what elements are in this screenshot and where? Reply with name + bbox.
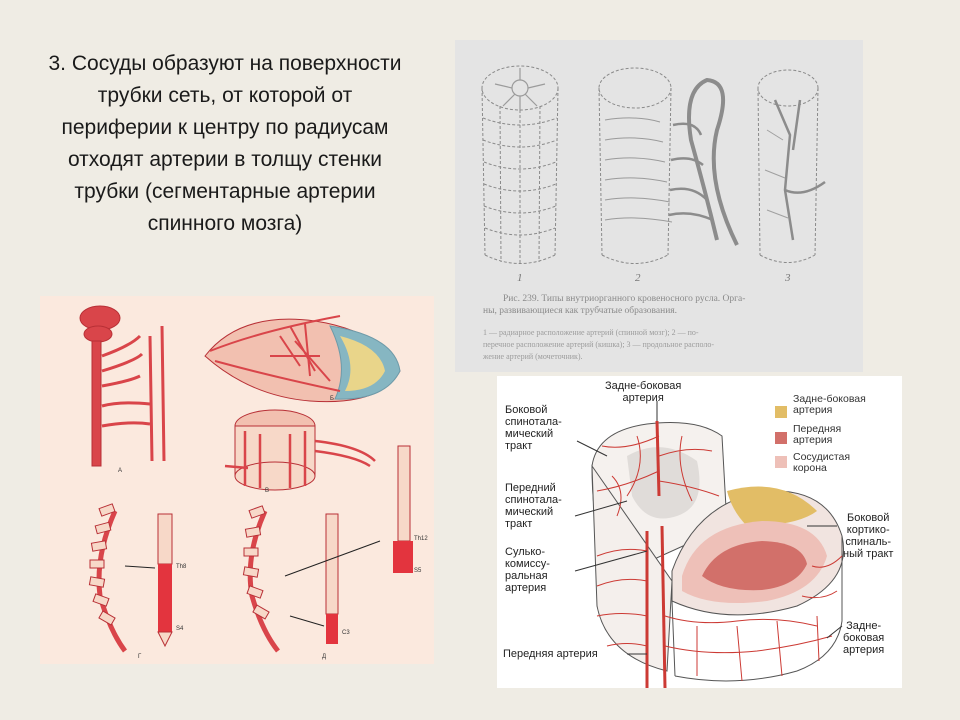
caption-line: Рис. 239. Типы внутриорганного кровеносн… bbox=[503, 294, 746, 304]
spinal-blood-supply-figure: А Б В Г Д Th8 S4 C3 Th12 S5 bbox=[40, 296, 434, 664]
label-anterior-artery: Передняя артерия bbox=[503, 648, 598, 660]
panel-letter: Д bbox=[322, 654, 327, 660]
segment-label: Th8 bbox=[176, 564, 187, 570]
legend-swatch bbox=[775, 456, 787, 468]
label-sulcocommissural-artery: Сулько- комиссу- ральная артерия bbox=[505, 546, 550, 594]
label-posterolateral-artery-top: Задне-боковая артерия bbox=[605, 380, 682, 404]
segment-label: S4 bbox=[176, 626, 184, 632]
caption-line: ны, развивающиеся как трубчатые образова… bbox=[483, 306, 678, 316]
legend-label: Задне-боковая артерия bbox=[793, 393, 866, 416]
title-line: трубки (сегментарные артерии bbox=[74, 180, 376, 203]
segment-label: Th12 bbox=[414, 536, 428, 542]
spinal-cord-3d-drawing bbox=[574, 401, 844, 688]
label-lateral-corticospinal-tract: Боковой кортико- спиналь- ный тракт bbox=[843, 512, 894, 560]
title-line: 3. Сосуды образуют на поверхности bbox=[48, 52, 402, 75]
caption-line: жение артерий (мочеточник). bbox=[483, 352, 583, 361]
title-line: периферии к центру по радиусам bbox=[61, 116, 389, 139]
panel-letter: А bbox=[118, 468, 123, 474]
figure-number: 3 bbox=[785, 272, 791, 284]
title-line: спинного мозга) bbox=[147, 212, 303, 235]
panel-letter: Г bbox=[138, 654, 142, 660]
legend-label: Передняя артерия bbox=[793, 423, 842, 446]
title-line: отходят артерии в толщу стенки bbox=[67, 148, 383, 171]
label-posterolateral-artery-bottom: Задне- боковая артерия bbox=[843, 620, 885, 656]
panel-letter: Б bbox=[330, 396, 334, 402]
spinal-cord-tracts-figure: Задне-боковая артерия Боковой спинотала-… bbox=[497, 376, 902, 688]
figure-number: 1 bbox=[517, 272, 523, 284]
tube-drawings bbox=[481, 65, 826, 265]
slide-title: 3. Сосуды образуют на поверхности трубки… bbox=[15, 48, 435, 240]
figure-number: 2 bbox=[635, 272, 641, 284]
label-lateral-spinothalamic-tract: Боковой спинотала- мический тракт bbox=[505, 404, 562, 452]
figure-caption: Рис. 239. Типы внутриорганного кровеносн… bbox=[483, 293, 843, 363]
segment-label: C3 bbox=[342, 630, 350, 636]
title-line: трубки сеть, от которой от bbox=[97, 84, 353, 107]
label-anterior-spinothalamic-tract: Передний спинотала- мический тракт bbox=[505, 482, 562, 530]
panel-letter: В bbox=[265, 488, 270, 494]
segment-label: S5 bbox=[414, 568, 422, 574]
legend-swatch bbox=[775, 432, 787, 444]
caption-line: перечное расположение артерий (кишка); 3… bbox=[483, 340, 715, 349]
legend-label: Сосудистая корона bbox=[793, 451, 851, 474]
legend-swatch bbox=[775, 406, 787, 418]
caption-line: 1 — радиарное расположение артерий (спин… bbox=[483, 328, 699, 337]
spinal-vessels-drawing bbox=[79, 305, 413, 653]
vascular-types-figure: 1 2 3 Рис. 239. Типы внутриорганного кро… bbox=[455, 40, 863, 372]
